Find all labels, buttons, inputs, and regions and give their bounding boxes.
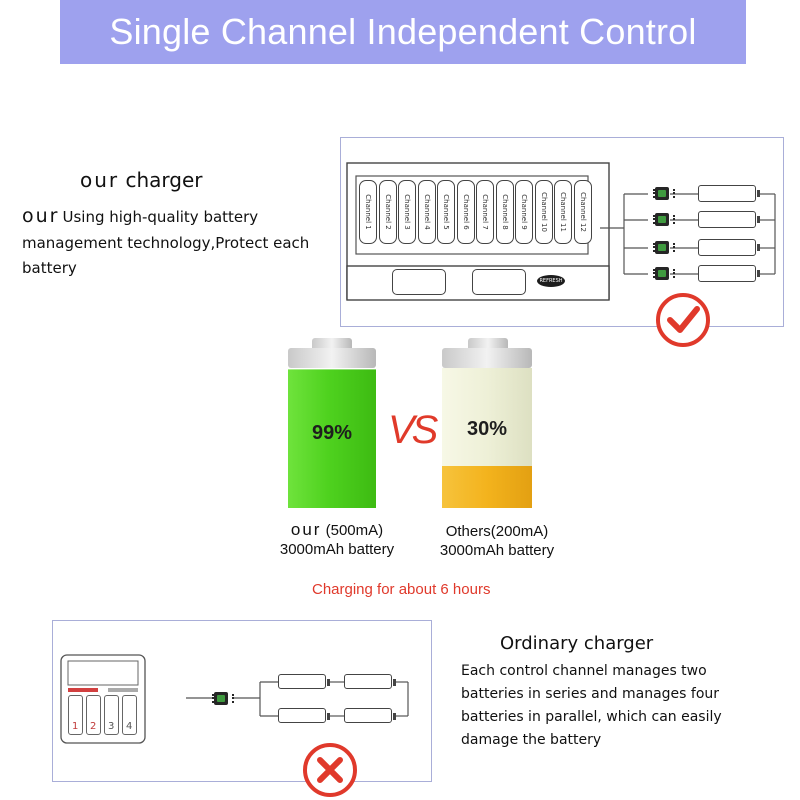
channel-slot-11: Channel 11 [554, 180, 572, 244]
our-battery-percent: 99% [312, 422, 353, 444]
our-charger-heading-rest: charger [119, 168, 203, 192]
channel-slot-1: Channel 1 [359, 180, 377, 244]
channel-label-9: Channel 9 [520, 194, 528, 230]
ordinary-slot-3 [104, 695, 119, 735]
title-banner: Single Channel Independent Control [60, 0, 746, 64]
others-battery-caption: Others(200mA) 3000mAh battery [424, 522, 570, 560]
charger-button-left[interactable] [392, 269, 446, 295]
ordinary-control-chip-icon [212, 692, 234, 705]
channel-label-5: Channel 5 [442, 194, 450, 230]
our-battery-caption: our (500mA) 3000mAh battery [262, 520, 412, 559]
channel-label-6: Channel 6 [461, 194, 470, 230]
channel-slot-10: Channel 10 [534, 180, 553, 244]
control-chip-3-icon [653, 241, 675, 254]
ordinary-slot-2 [86, 695, 101, 735]
channel-label-7: Channel 7 [481, 194, 489, 230]
control-chip-2-icon [653, 213, 675, 226]
channel-slot-3: Channel 3 [398, 180, 416, 244]
control-chip-1-icon [653, 187, 675, 200]
control-chip-4-icon [653, 267, 675, 280]
channel-slot-5: Channel 5 [437, 180, 455, 244]
channel-label-10: Channel 10 [539, 192, 548, 232]
channel-label-2: Channel 2 [383, 194, 392, 230]
channel-slot-7: Channel 7 [476, 180, 494, 244]
charging-duration: Charging for about 6 hours [312, 581, 491, 598]
channel-label-1: Channel 1 [364, 194, 372, 230]
others-battery-percent: 30% [467, 418, 508, 440]
battery-cell-4-icon [698, 265, 760, 282]
our-charger-desc-rest: Using high-quality battery management te… [22, 208, 310, 277]
refresh-button[interactable]: REFRESH [537, 275, 565, 287]
battery-cell-2-icon [698, 211, 760, 228]
ordinary-charger-heading: Ordinary charger [500, 633, 654, 654]
our-charger-panel [340, 137, 784, 327]
our-charger-heading: our charger [80, 168, 203, 192]
ordinary-charger-panel [52, 620, 432, 782]
our-charger-desc-lead: our [22, 205, 60, 227]
refresh-label: REFRESH [539, 278, 563, 284]
channel-slot-6: Channel 6 [456, 180, 475, 244]
our-battery-name-lead: our [290, 520, 322, 539]
others-battery-capacity: 3000mAh battery [439, 542, 555, 559]
our-battery-icon [288, 338, 376, 508]
channel-slot-12: Channel 12 [573, 180, 592, 244]
cross-mark-icon [303, 743, 357, 797]
our-charger-heading-lead: our [80, 168, 120, 192]
others-battery-name: Others(200mA) [445, 523, 549, 540]
slot-number-4: 4 [126, 721, 133, 732]
channel-label-3: Channel 3 [403, 194, 411, 230]
series-cell-3-icon [278, 708, 330, 723]
channel-label-11: Channel 11 [559, 192, 567, 232]
charger-button-right[interactable] [472, 269, 526, 295]
slot-number-2: 2 [90, 721, 97, 732]
slot-number-3: 3 [108, 721, 115, 732]
our-battery-capacity: 3000mAh battery [279, 541, 395, 558]
series-parallel-circuit-diagram [186, 681, 409, 717]
our-battery-name-rest: (500mA) [321, 522, 384, 539]
others-battery-icon [442, 338, 532, 508]
vs-label: VS [388, 408, 438, 452]
channel-slot-8: Channel 8 [495, 180, 514, 244]
battery-cell-3-icon [698, 239, 760, 256]
channel-slot-2: Channel 2 [378, 180, 397, 244]
check-mark-icon [656, 293, 710, 347]
series-cell-1-icon [278, 674, 330, 689]
channel-slot-9: Channel 9 [515, 180, 533, 244]
channel-label-4: Channel 4 [422, 194, 431, 230]
banner-title: Single Channel Independent Control [109, 11, 697, 52]
channel-label-8: Channel 8 [500, 194, 509, 230]
series-cell-4-icon [344, 708, 396, 723]
ordinary-slot-1 [68, 695, 83, 735]
ordinary-slot-4 [122, 695, 137, 735]
battery-cell-1-icon [698, 185, 760, 202]
series-cell-2-icon [344, 674, 396, 689]
channel-slot-4: Channel 4 [417, 180, 436, 244]
slot-number-1: 1 [72, 721, 79, 732]
ordinary-charger-description: Each control channel manages two batteri… [461, 663, 722, 748]
channel-label-12: Channel 12 [578, 192, 587, 232]
